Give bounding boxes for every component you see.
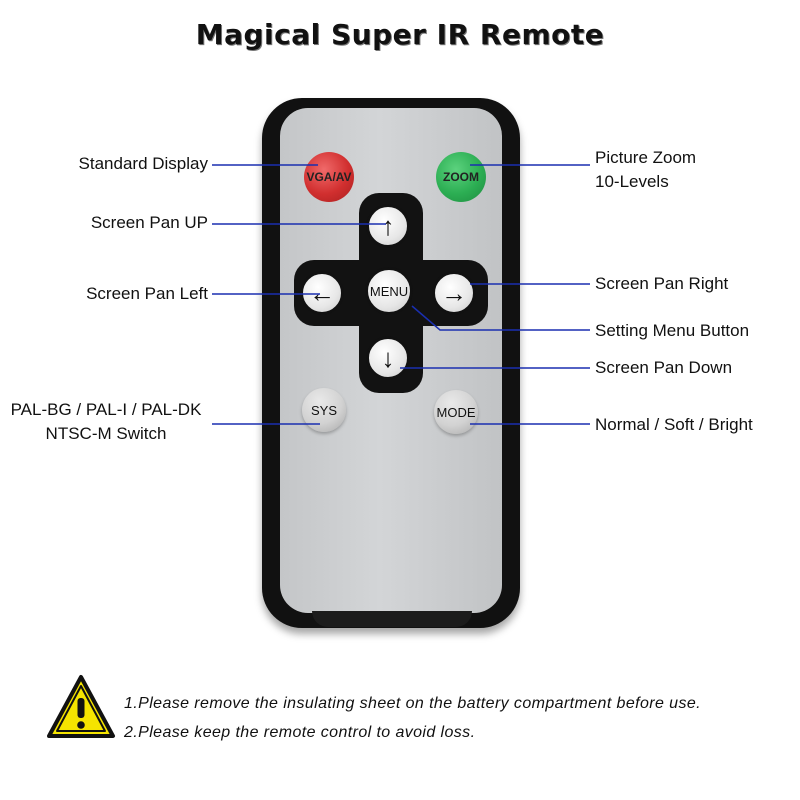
label-pal-switch-line1: PAL-BG / PAL-I / PAL-DK (10, 400, 202, 419)
vga-av-button-label: VGA/AV (306, 170, 352, 184)
mode-button[interactable]: MODE (434, 390, 478, 434)
mode-button-label: MODE (436, 404, 476, 420)
remote-face: VGA/AV ZOOM ↑ ← MENU → ↓ SYS MODE (280, 108, 502, 613)
arrow-left-icon: ← (309, 277, 335, 308)
zoom-button-label: ZOOM (443, 170, 479, 184)
sys-button-label: SYS (310, 402, 337, 418)
sys-button[interactable]: SYS (302, 388, 346, 432)
arrow-down-icon: ↓ (381, 342, 395, 373)
label-pal-switch-line2: NTSC-M Switch (45, 424, 167, 443)
pan-down-button[interactable]: ↓ (366, 336, 410, 380)
page-title: Magical Super IR Remote (195, 18, 605, 51)
label-picture-zoom-line1: Picture Zoom (595, 148, 697, 167)
remote-control: VGA/AV ZOOM ↑ ← MENU → ↓ SYS MODE (262, 98, 520, 628)
label-picture-zoom-line2: 10-Levels (595, 172, 669, 191)
label-standard-display: Standard Display (78, 154, 208, 173)
zoom-button[interactable]: ZOOM (436, 152, 486, 202)
label-screen-pan-right: Screen Pan Right (595, 274, 729, 293)
note-2: 2.Please keep the remote control to avoi… (124, 724, 476, 741)
note-1: 1.Please remove the insulating sheet on … (124, 695, 701, 712)
label-normal-soft-bright: Normal / Soft / Bright (595, 415, 753, 434)
label-screen-pan-left: Screen Pan Left (86, 284, 208, 303)
vga-av-button[interactable]: VGA/AV (304, 152, 354, 202)
menu-button[interactable]: MENU (365, 267, 413, 315)
warning-triangle-icon (47, 675, 115, 738)
label-pal-switch: PAL-BG / PAL-I / PAL-DK NTSC-M Switch (0, 398, 212, 446)
pan-up-button[interactable]: ↑ (366, 204, 410, 248)
arrow-up-icon: ↑ (381, 210, 395, 241)
label-screen-pan-down: Screen Pan Down (595, 358, 733, 377)
label-setting-menu: Setting Menu Button (595, 321, 750, 340)
label-screen-pan-up: Screen Pan UP (90, 213, 208, 232)
pan-right-button[interactable]: → (432, 271, 476, 315)
pan-left-button[interactable]: ← (300, 271, 344, 315)
arrow-right-icon: → (441, 277, 467, 308)
label-picture-zoom: Picture Zoom 10-Levels (595, 146, 696, 194)
remote-battery-lip (312, 611, 472, 627)
menu-button-label: MENU (369, 283, 409, 299)
